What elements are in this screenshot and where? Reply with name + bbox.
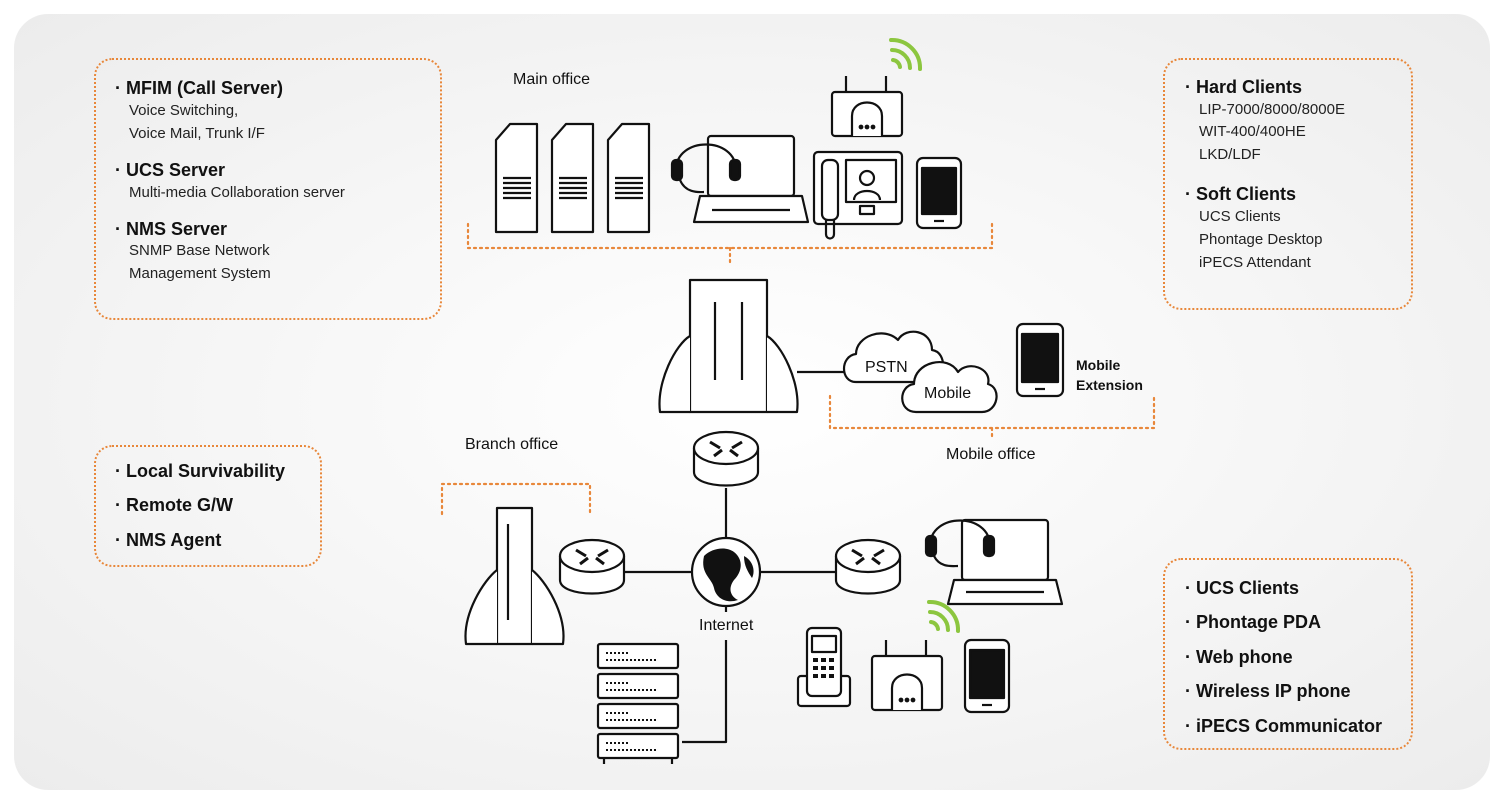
soft-clients-line-3: iPECS Attendant [1199, 254, 1311, 271]
nms-server-line-1: SNMP Base Network [129, 242, 270, 259]
pstn-label: PSTN [865, 359, 908, 376]
branch-feature-2: · Remote G/W [115, 495, 234, 515]
server-rack-icon [550, 122, 595, 234]
server-stack-icon [596, 642, 680, 764]
mfim-title: · MFIM (Call Server) [115, 78, 284, 98]
servers-info-box [94, 58, 442, 320]
router-icon [558, 538, 626, 595]
branch-office-bracket [440, 482, 592, 516]
mobile-extension-label-2: Extension [1076, 377, 1143, 393]
mobile-network-label: Mobile [924, 385, 972, 402]
remote-client-5: · iPECS Communicator [1185, 716, 1383, 736]
ucs-server-title: · UCS Server [115, 160, 226, 180]
ucs-server-line-1: Multi-media Collaboration server [129, 184, 345, 201]
remote-client-2: · Phontage PDA [1185, 612, 1322, 632]
mfim-line-2: Voice Mail, Trunk I/F [129, 125, 265, 142]
pstn-cloud-icon [842, 330, 945, 384]
main-office-bracket [466, 222, 994, 268]
hard-clients-line-2: WIT-400/400HE [1199, 123, 1306, 140]
internet-globe-icon [690, 536, 762, 608]
mobile-office-label: Mobile office [946, 446, 1036, 463]
router-icon [834, 538, 902, 595]
smartphone-icon [915, 156, 963, 230]
nms-server-line-2: Management System [129, 265, 271, 282]
mobile-extension-label-1: Mobile [1076, 357, 1121, 373]
remote-client-1: · UCS Clients [1185, 578, 1300, 598]
hard-clients-title: · Hard Clients [1185, 77, 1303, 97]
smartphone-icon [963, 638, 1011, 714]
remote-clients-box [1163, 558, 1413, 750]
main-office-label: Main office [513, 71, 591, 88]
clients-info-box [1163, 58, 1413, 310]
soft-clients-title: · Soft Clients [1185, 184, 1296, 204]
remote-client-3: · Web phone [1185, 647, 1293, 667]
mobile-extension-phone-icon [1015, 322, 1065, 398]
hard-clients-line-3: LKD/LDF [1199, 146, 1261, 163]
remote-client-4: · Wireless IP phone [1185, 681, 1351, 701]
mfim-line-1: Voice Switching, [129, 102, 239, 119]
soft-clients-line-2: Phontage Desktop [1199, 231, 1323, 248]
wifi-signal-icon [927, 599, 961, 633]
laptop-headset-icon [670, 134, 810, 224]
wifi-signal-icon [889, 37, 923, 71]
server-rack-icon [606, 122, 651, 234]
router-icon [692, 430, 760, 487]
wireless-access-point-icon [870, 640, 944, 712]
nms-server-title: · NMS Server [115, 219, 228, 239]
wireless-access-point-icon [830, 76, 904, 138]
video-phone-icon [812, 150, 904, 240]
laptop-headset-icon [924, 518, 1064, 606]
branch-feature-3: · NMS Agent [115, 530, 222, 550]
server-rack-icon [494, 122, 539, 234]
branch-server-icon [464, 506, 565, 646]
call-server-icon [658, 278, 799, 414]
mobile-cloud-icon [901, 361, 998, 414]
branch-feature-1: · Local Survivability [115, 461, 286, 481]
internet-label: Internet [699, 617, 754, 634]
soft-clients-line-1: UCS Clients [1199, 208, 1281, 225]
branch-features-box [94, 445, 322, 567]
branch-office-label: Branch office [465, 436, 559, 453]
hard-clients-line-1: LIP-7000/8000/8000E [1199, 101, 1345, 118]
cordless-phone-icon [796, 626, 852, 708]
mobile-office-bracket [828, 394, 1156, 442]
